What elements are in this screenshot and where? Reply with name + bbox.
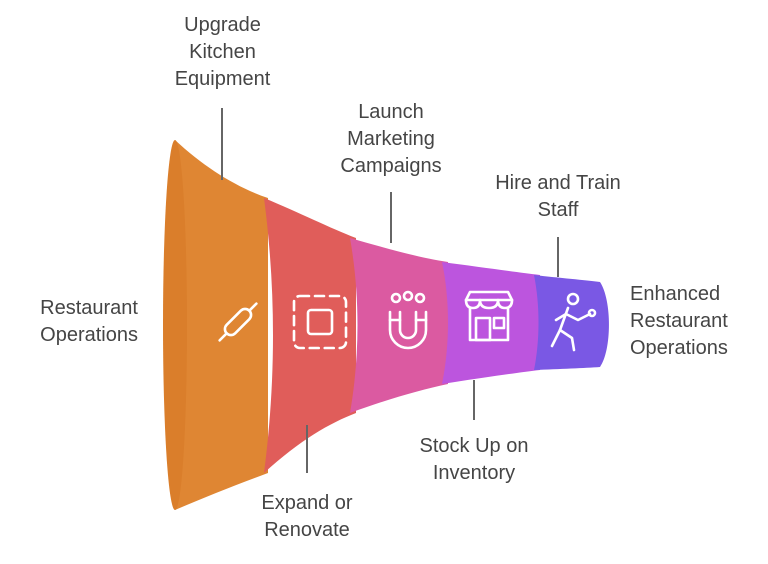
funnel-segment-1 [175,140,268,510]
funnel-segment-2 [264,198,356,473]
funnel-stage-2 [264,198,356,473]
staff-training-icon [550,292,597,352]
stage-1-label: Upgrade Kitchen Equipment [174,14,271,90]
rolling-pin-icon [218,302,258,342]
funnel-stage-5 [534,275,609,370]
magnet-audience-icon [388,290,428,350]
stage-4-label: Stock Up on Inventory [419,435,529,484]
stage-2-label: Expand or Renovate [261,492,353,541]
funnel-segment-5 [534,275,609,370]
funnel-stage-4 [442,262,540,384]
stage-3-label: Launch Marketing Campaigns [340,101,442,177]
expand-square-icon [292,294,348,350]
start-label: Restaurant Operations [40,297,138,346]
funnel-mouth [163,140,187,510]
stage-5-label: Hire and Train Staff [495,172,621,221]
funnel-stage-3 [350,238,448,413]
storefront-icon [464,290,514,342]
funnel-stage-1 [163,140,268,510]
end-label: Enhanced Restaurant Operations [630,283,728,359]
